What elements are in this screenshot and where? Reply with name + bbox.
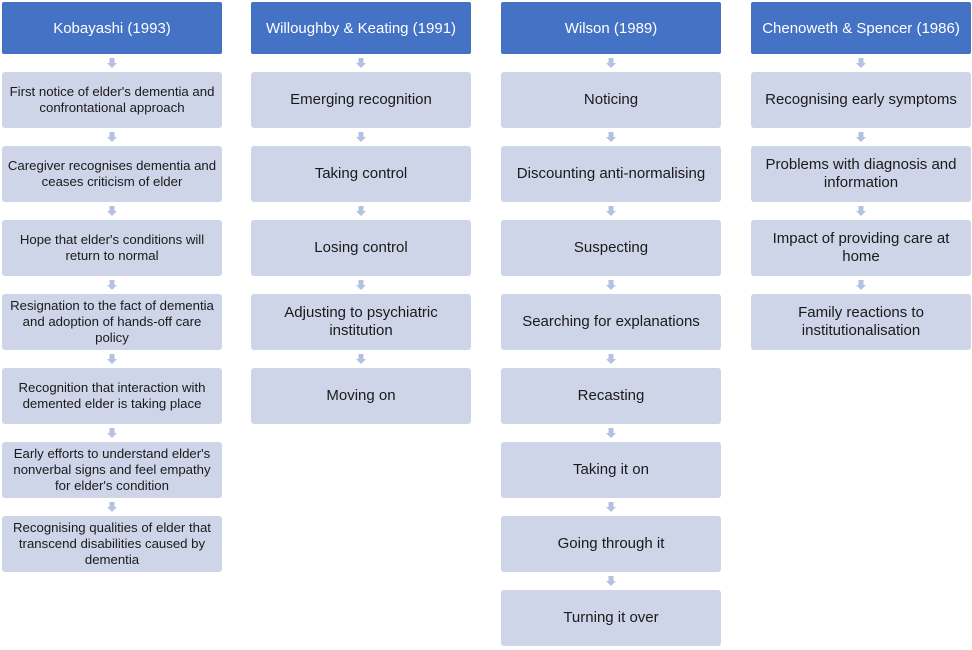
column-header: Chenoweth & Spencer (1986) bbox=[751, 2, 971, 54]
process-step: First notice of elder's dementia and con… bbox=[2, 72, 222, 128]
process-step: Family reactions to institutionalisation bbox=[751, 294, 971, 350]
process-step: Caregiver recognises dementia and ceases… bbox=[2, 146, 222, 202]
column-willoughby-keating: Willoughby & Keating (1991) Emerging rec… bbox=[251, 2, 471, 424]
down-arrow-icon bbox=[251, 350, 471, 368]
down-arrow-icon bbox=[2, 276, 222, 294]
down-arrow-icon bbox=[751, 276, 971, 294]
process-step: Problems with diagnosis and information bbox=[751, 146, 971, 202]
down-arrow-icon bbox=[2, 424, 222, 442]
column-header: Kobayashi (1993) bbox=[2, 2, 222, 54]
down-arrow-icon bbox=[501, 572, 721, 590]
process-step: Searching for explanations bbox=[501, 294, 721, 350]
process-step: Taking control bbox=[251, 146, 471, 202]
down-arrow-icon bbox=[501, 350, 721, 368]
process-step: Moving on bbox=[251, 368, 471, 424]
process-step: Going through it bbox=[501, 516, 721, 572]
process-step: Recognition that interaction with dement… bbox=[2, 368, 222, 424]
down-arrow-icon bbox=[751, 54, 971, 72]
down-arrow-icon bbox=[251, 276, 471, 294]
down-arrow-icon bbox=[501, 128, 721, 146]
process-step: Emerging recognition bbox=[251, 72, 471, 128]
column-chenoweth-spencer: Chenoweth & Spencer (1986) Recognising e… bbox=[751, 2, 971, 350]
process-step: Recognising early symptoms bbox=[751, 72, 971, 128]
process-step: Recasting bbox=[501, 368, 721, 424]
column-kobayashi: Kobayashi (1993) First notice of elder's… bbox=[2, 2, 222, 572]
down-arrow-icon bbox=[251, 202, 471, 220]
process-step: Early efforts to understand elder's nonv… bbox=[2, 442, 222, 498]
process-step: Turning it over bbox=[501, 590, 721, 646]
process-step: Resignation to the fact of dementia and … bbox=[2, 294, 222, 350]
process-step: Adjusting to psychiatric institution bbox=[251, 294, 471, 350]
down-arrow-icon bbox=[2, 498, 222, 516]
down-arrow-icon bbox=[501, 54, 721, 72]
process-step: Recognising qualities of elder that tran… bbox=[2, 516, 222, 572]
down-arrow-icon bbox=[251, 128, 471, 146]
down-arrow-icon bbox=[251, 54, 471, 72]
down-arrow-icon bbox=[501, 498, 721, 516]
column-wilson: Wilson (1989) Noticing Discounting anti-… bbox=[501, 2, 721, 646]
process-step: Suspecting bbox=[501, 220, 721, 276]
down-arrow-icon bbox=[501, 424, 721, 442]
down-arrow-icon bbox=[2, 54, 222, 72]
column-header: Willoughby & Keating (1991) bbox=[251, 2, 471, 54]
process-step: Discounting anti-normalising bbox=[501, 146, 721, 202]
down-arrow-icon bbox=[751, 128, 971, 146]
process-step: Hope that elder's conditions will return… bbox=[2, 220, 222, 276]
down-arrow-icon bbox=[501, 276, 721, 294]
column-header: Wilson (1989) bbox=[501, 2, 721, 54]
down-arrow-icon bbox=[2, 128, 222, 146]
down-arrow-icon bbox=[2, 350, 222, 368]
process-step: Noticing bbox=[501, 72, 721, 128]
down-arrow-icon bbox=[501, 202, 721, 220]
down-arrow-icon bbox=[2, 202, 222, 220]
process-step: Impact of providing care at home bbox=[751, 220, 971, 276]
down-arrow-icon bbox=[751, 202, 971, 220]
process-step: Taking it on bbox=[501, 442, 721, 498]
process-step: Losing control bbox=[251, 220, 471, 276]
